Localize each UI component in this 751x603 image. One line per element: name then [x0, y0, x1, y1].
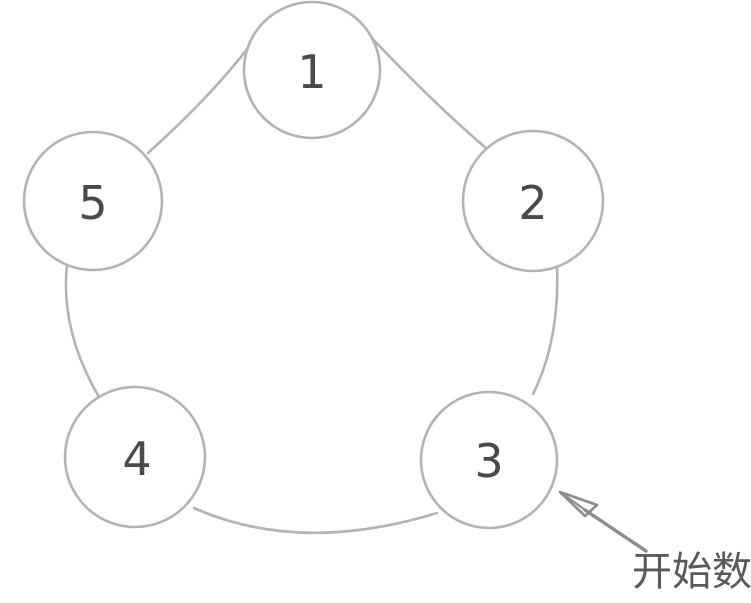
edge-2-to-3	[531, 263, 559, 396]
node-1-label: 1	[297, 45, 326, 99]
node-1-circle[interactable]	[242, 0, 382, 140]
node-4-label: 4	[122, 432, 151, 486]
node-3-label: 3	[474, 434, 503, 488]
node-1[interactable]: 1	[242, 0, 382, 140]
node-2[interactable]: 2	[461, 129, 605, 273]
annotation-arrow	[558, 490, 648, 553]
edge-4-to-5	[64, 263, 101, 399]
node-2-label: 2	[518, 176, 547, 230]
edge-3-to-4	[192, 506, 439, 535]
node-2-circle[interactable]	[461, 129, 605, 273]
node-3-circle[interactable]	[419, 390, 559, 530]
arrow-head-inner-line	[558, 490, 590, 514]
node-5-circle[interactable]	[22, 130, 164, 272]
annotation-label: 开始数	[632, 549, 751, 595]
arrow-shaft	[583, 508, 648, 553]
edge-1-to-2	[368, 34, 489, 151]
node-group: 1 2 3 4 5	[22, 0, 605, 530]
node-4-circle[interactable]	[63, 385, 207, 529]
node-5-label: 5	[78, 176, 107, 230]
node-4[interactable]: 4	[63, 385, 207, 529]
node-5[interactable]: 5	[22, 130, 164, 272]
edge-5-to-1	[146, 35, 258, 155]
node-3[interactable]: 3	[419, 390, 559, 530]
arrow-head-icon	[558, 490, 599, 518]
